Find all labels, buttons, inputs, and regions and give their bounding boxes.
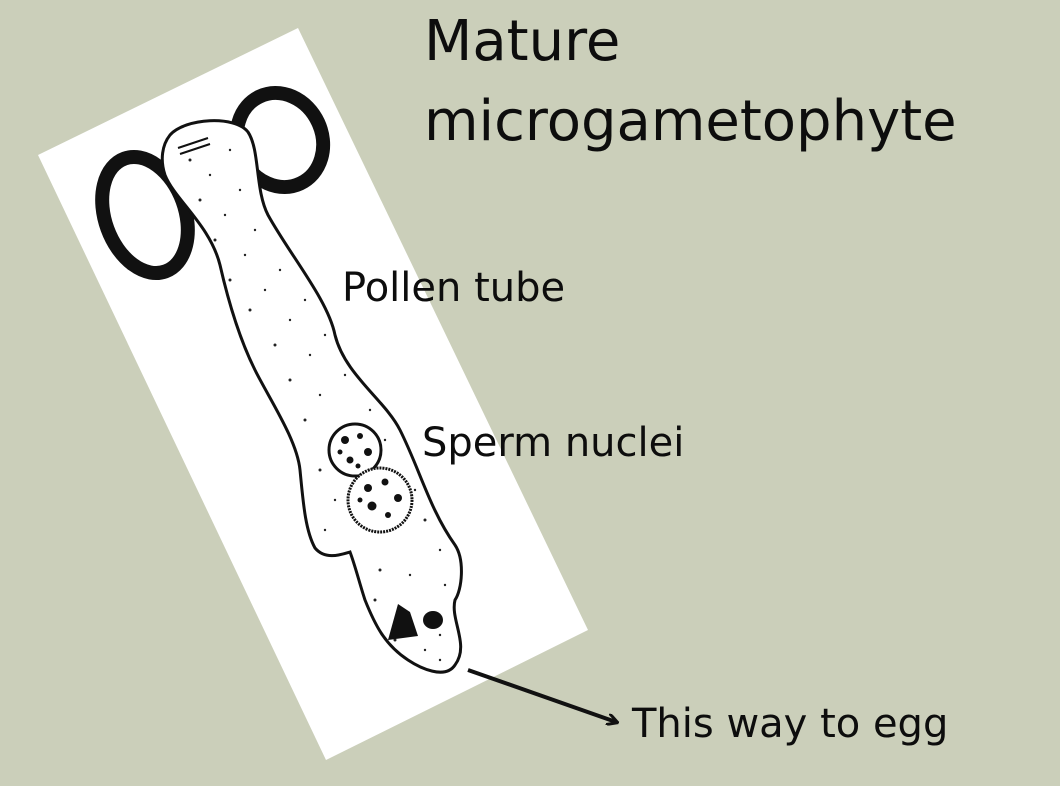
label-pollen-tube: Pollen tube (342, 265, 566, 311)
cytoplasm-stipple (188, 148, 447, 662)
sperm-nucleus-icon (346, 466, 414, 534)
label-sperm-nuclei: Sperm nuclei (422, 420, 685, 466)
slide-title-line-1: Mature (424, 9, 621, 74)
arrow-icon (467, 668, 616, 722)
slide-title-line-2: microgametophyte (424, 89, 957, 154)
pollen-tube-icon (160, 119, 463, 674)
tube-nucleus-icon (388, 604, 443, 640)
sperm-nucleus-icon (327, 422, 383, 478)
label-this-way-to-egg: This way to egg (632, 701, 949, 747)
germ-pore-icon (177, 137, 211, 155)
